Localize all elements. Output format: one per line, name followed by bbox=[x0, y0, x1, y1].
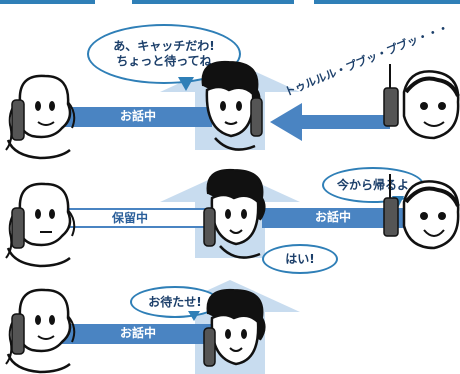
bubble-text-sorry-wait: お待たせ! bbox=[148, 294, 202, 309]
man-right-caller bbox=[383, 64, 460, 140]
woman-left-caller bbox=[5, 74, 76, 160]
top-border-segment bbox=[0, 0, 95, 4]
woman-left-caller bbox=[5, 288, 76, 374]
top-border-segment bbox=[132, 0, 294, 4]
band-label-talking: お話中 bbox=[120, 326, 157, 340]
bubble-text-catch: あ、キャッチだわ! ちょっと待ってね bbox=[113, 39, 215, 68]
band-label-talking: お話中 bbox=[315, 210, 352, 224]
bubble-text-yes: はい! bbox=[285, 251, 315, 266]
call-band bbox=[262, 208, 412, 228]
top-border-segment bbox=[314, 0, 460, 4]
woman-center bbox=[201, 60, 263, 151]
woman-center bbox=[203, 168, 266, 259]
band-label-talking: お話中 bbox=[120, 109, 157, 123]
band-label-on-hold: 保留中 bbox=[112, 211, 149, 225]
call-band bbox=[62, 324, 212, 344]
speech-bubble: はい! bbox=[262, 244, 338, 274]
woman-center bbox=[203, 288, 266, 367]
bubble-tail bbox=[188, 311, 200, 321]
call-band bbox=[62, 107, 212, 127]
speech-bubble: お待たせ! bbox=[130, 286, 220, 318]
man-right-caller bbox=[383, 174, 460, 250]
woman-left-on-hold bbox=[5, 182, 76, 268]
bubble-tail bbox=[178, 77, 194, 91]
